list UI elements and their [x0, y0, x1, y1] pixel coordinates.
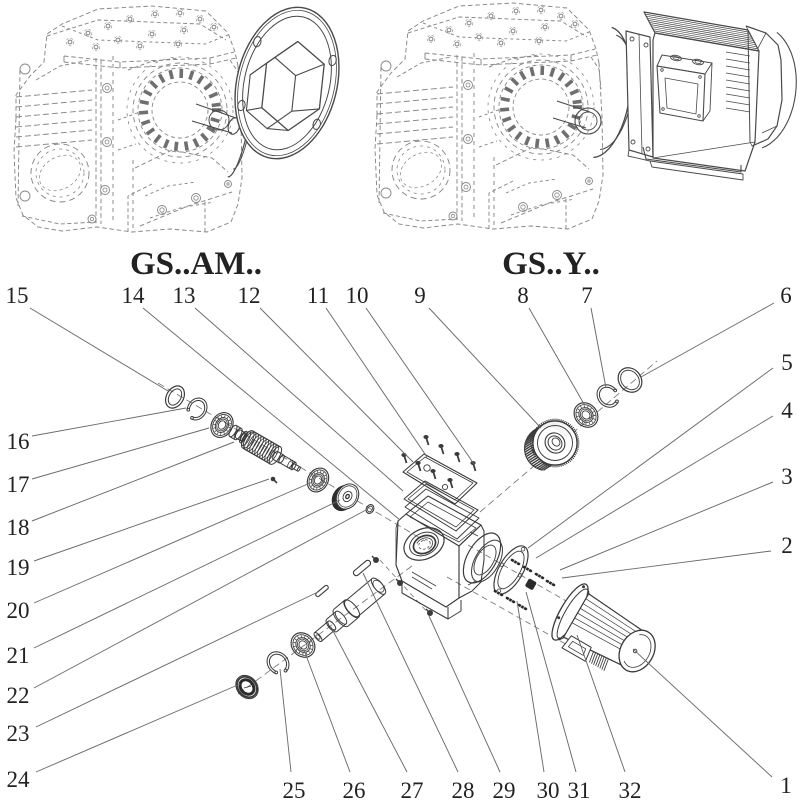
- svg-text:1: 1: [780, 773, 792, 798]
- svg-text:13: 13: [173, 283, 196, 308]
- svg-text:32: 32: [619, 778, 642, 800]
- svg-text:25: 25: [283, 778, 306, 800]
- svg-text:GS..Y..: GS..Y..: [502, 246, 600, 282]
- svg-text:16: 16: [7, 429, 30, 454]
- svg-text:3: 3: [781, 464, 793, 489]
- svg-text:28: 28: [452, 778, 475, 800]
- svg-text:4: 4: [781, 398, 793, 423]
- svg-text:23: 23: [7, 721, 30, 746]
- svg-text:24: 24: [7, 767, 31, 792]
- svg-text:27: 27: [401, 778, 424, 800]
- svg-text:30: 30: [537, 778, 560, 800]
- svg-text:10: 10: [346, 283, 369, 308]
- svg-text:2: 2: [781, 533, 793, 558]
- svg-text:7: 7: [581, 283, 593, 308]
- svg-text:8: 8: [517, 283, 529, 308]
- svg-text:22: 22: [7, 683, 30, 708]
- svg-text:11: 11: [307, 283, 329, 308]
- svg-text:19: 19: [7, 555, 30, 580]
- svg-text:12: 12: [238, 283, 261, 308]
- svg-text:GS..AM..: GS..AM..: [130, 246, 262, 282]
- svg-text:15: 15: [6, 283, 29, 308]
- svg-text:21: 21: [7, 643, 30, 668]
- svg-text:31: 31: [568, 778, 591, 800]
- svg-text:6: 6: [780, 283, 792, 308]
- svg-text:20: 20: [7, 598, 30, 623]
- svg-text:26: 26: [343, 778, 366, 800]
- svg-text:5: 5: [781, 350, 793, 375]
- svg-text:9: 9: [414, 283, 426, 308]
- svg-text:18: 18: [7, 515, 30, 540]
- svg-text:29: 29: [493, 778, 516, 800]
- svg-text:14: 14: [122, 283, 146, 308]
- svg-text:17: 17: [7, 472, 30, 497]
